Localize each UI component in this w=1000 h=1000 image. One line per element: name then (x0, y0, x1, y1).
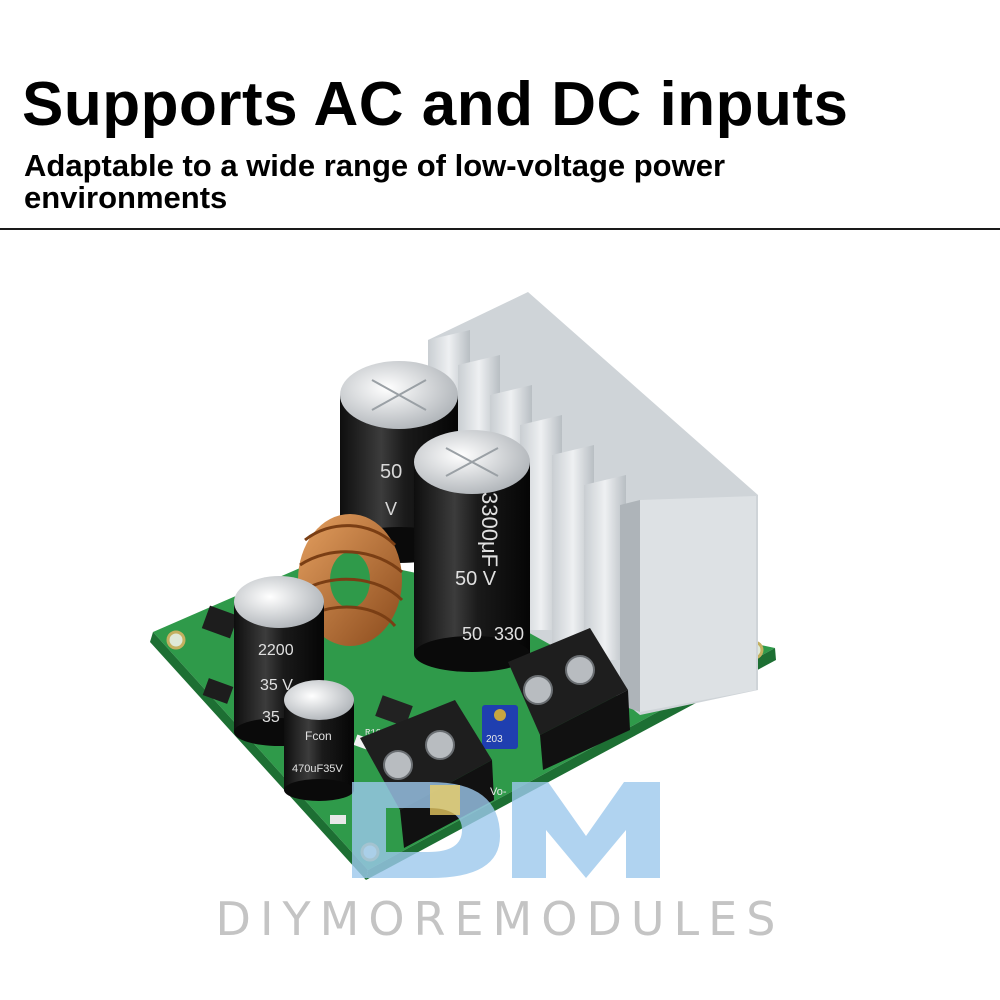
capacitor-large-2: 3300μF 50 V 50 330 (414, 430, 530, 672)
headline: Supports AC and DC inputs (22, 70, 849, 139)
cap-3-voltage: 35 V (260, 677, 293, 694)
potentiometer: 203 (482, 705, 518, 749)
cap-2-capacitance: 3300μF (477, 492, 502, 567)
cap-4-brand: Fcon (305, 729, 332, 743)
subheadline: Adaptable to a wide range of low-voltage… (24, 148, 726, 215)
capacitor-medium: 2200 35 V 35 (234, 576, 324, 746)
capacitor-small: Fcon 470uF35V (284, 680, 354, 801)
header-divider (0, 228, 1000, 230)
cap-2-voltage: 50 V (455, 568, 497, 590)
product-photo: 50 V 3300μF 50 V 50 330 2200 35 V 35 Fco… (150, 292, 776, 880)
cap-2-mark-2: 330 (494, 624, 524, 644)
terminal-label: Vo- (490, 786, 507, 798)
output-terminal-block (508, 628, 630, 770)
cap-2-mark: 50 (462, 624, 482, 644)
pot-code: 203 (486, 734, 503, 745)
cap-3-mark: 35 (262, 709, 280, 726)
cap-4-rating: 470uF35V (292, 763, 343, 775)
cap-3-capacitance: 2200 (258, 642, 294, 659)
brand-watermark: DIYMOREMODULES (215, 892, 785, 946)
cap-1-voltage: 50 (380, 461, 402, 483)
cap-1-unit: V (385, 499, 397, 519)
